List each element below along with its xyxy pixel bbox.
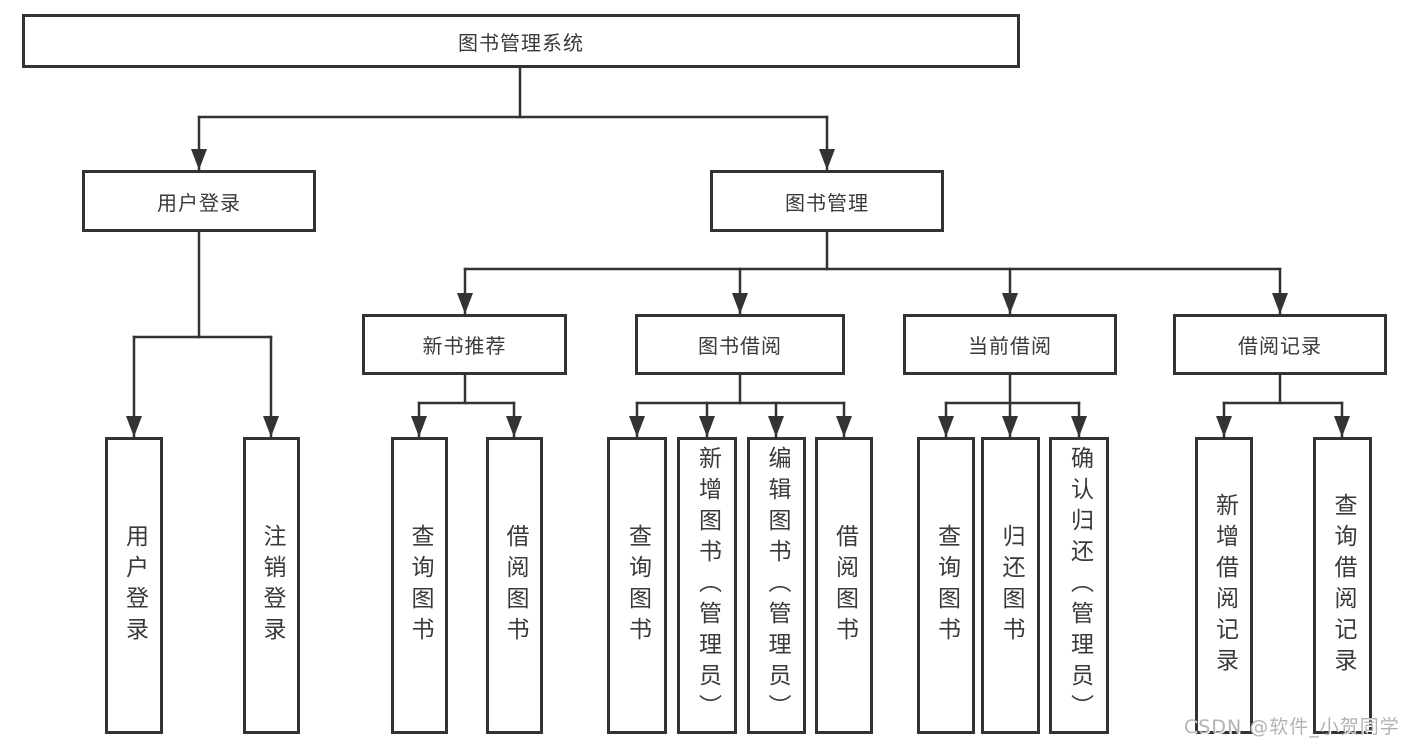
leaf-query-borrow-record: 查询借阅记录 (1313, 437, 1372, 734)
node-new-book-recommend: 新书推荐 (362, 314, 567, 375)
leaf-label: 归还图书 (998, 523, 1024, 648)
leaf-borrow-book: 借阅图书 (815, 437, 873, 734)
node-label: 图书管理 (785, 190, 869, 215)
leaf-return-book: 归还图书 (981, 437, 1040, 734)
leaf-label: 新增图书（管理员） (694, 446, 721, 725)
leaf-label: 用户登录 (121, 523, 148, 648)
leaf-label: 查询图书 (407, 523, 433, 648)
node-borrow-records: 借阅记录 (1173, 314, 1387, 375)
node-label: 当前借阅 (968, 334, 1052, 358)
leaf-user-login: 用户登录 (105, 437, 163, 734)
leaf-label: 借阅图书 (502, 523, 528, 648)
node-label: 用户登录 (157, 190, 241, 215)
leaf-logout: 注销登录 (243, 437, 300, 734)
leaf-label: 查询图书 (933, 523, 960, 648)
leaf-label: 查询图书 (624, 523, 651, 648)
leaf-label: 编辑图书（管理员） (764, 446, 790, 725)
csdn-watermark: CSDN @软件_小贺同学 (1184, 716, 1400, 738)
leaf-query-book-current: 查询图书 (917, 437, 975, 734)
node-label: 借阅记录 (1238, 334, 1322, 358)
leaf-label: 查询借阅记录 (1330, 492, 1356, 679)
leaf-borrow-book-recommend: 借阅图书 (486, 437, 543, 734)
node-book-management: 图书管理 (710, 170, 944, 232)
leaf-label: 注销登录 (259, 523, 285, 648)
node-current-borrow: 当前借阅 (903, 314, 1117, 375)
node-book-borrow: 图书借阅 (635, 314, 845, 375)
leaf-edit-book-admin: 编辑图书（管理员） (747, 437, 806, 734)
leaf-query-book-borrow: 查询图书 (607, 437, 667, 734)
node-library-management-system: 图书管理系统 (22, 14, 1020, 68)
node-label: 图书借阅 (698, 334, 782, 358)
leaf-label: 确认归还（管理员） (1066, 446, 1093, 725)
leaf-label: 借阅图书 (831, 523, 858, 648)
arrowhead-icons (126, 149, 1350, 437)
node-label: 新书推荐 (422, 334, 507, 358)
leaf-add-book-admin: 新增图书（管理员） (677, 437, 737, 734)
node-label: 图书管理系统 (458, 30, 584, 55)
leaf-confirm-return-admin: 确认归还（管理员） (1049, 437, 1109, 734)
leaf-label: 新增借阅记录 (1211, 492, 1238, 679)
leaf-query-book-recommend: 查询图书 (391, 437, 448, 734)
leaf-add-borrow-record: 新增借阅记录 (1195, 437, 1253, 734)
connector-lines (132, 66, 1344, 439)
node-user-login: 用户登录 (82, 170, 316, 232)
